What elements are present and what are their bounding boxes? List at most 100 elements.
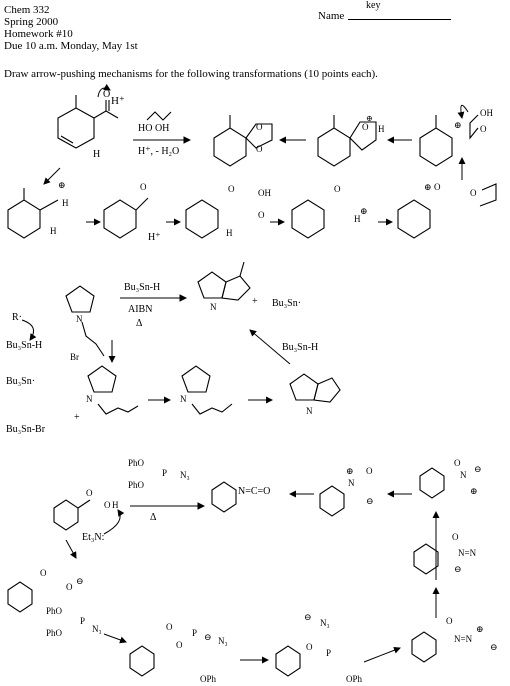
name-underline (348, 19, 451, 20)
acylazide-o: O (452, 532, 459, 542)
problem2-pyrrolizidine-product: N + Bu₃Sn· (197, 261, 301, 312)
anhydride-minus: ⊖ (204, 632, 212, 642)
p3-p: P (80, 616, 85, 626)
acid-carbonyl-o: O (86, 488, 93, 498)
anhydride-o1: O (166, 622, 173, 632)
problem3-nitrene-intermediate: ⊕ N O ⊖ (319, 466, 374, 517)
p1-proton-label: H⁺ (111, 95, 125, 107)
lower-azide-plus: ⊕ (476, 624, 484, 634)
diol-label: HO OH (138, 123, 169, 134)
p3-pho-a: PhO (46, 606, 63, 616)
problem3-acyl-azide-upper: O N=N ⊖ (413, 532, 477, 575)
ketal-o2: O (256, 144, 263, 154)
int4-charge: ⊕ (360, 206, 368, 216)
dppa-pho-1: PhO (128, 458, 145, 468)
lower-azide-minus: ⊖ (490, 642, 498, 652)
enol-o: O (140, 182, 147, 192)
acid-hydroxyl-o: O (104, 500, 111, 510)
tetra-p: P (326, 648, 331, 658)
anhydride-oph: OPh (200, 674, 217, 684)
problem2-reagents: Bu₃Sn-H AIBN Δ (120, 282, 188, 329)
protonated-h: H (62, 198, 69, 208)
ring-int-n: N (460, 470, 467, 480)
problem2-starting-bromide: N Br R· Bu₃Sn-H Bu₃Sn· Bu₃Sn-Br (6, 285, 116, 435)
term-label: Spring 2000 (4, 16, 59, 28)
p3-heat: Δ (150, 512, 157, 523)
problem1-carbocation-hemiketal: ⊕ OH O (419, 104, 493, 167)
tetra-oph: OPh (346, 674, 363, 684)
int3-h: H (226, 228, 233, 238)
p2-reagent: Bu₃Sn-H (124, 282, 160, 293)
dppa-n3: N₃ (180, 470, 190, 480)
acylazide-minus: ⊖ (454, 564, 462, 574)
p3-n3-leaving: N₃ (92, 624, 102, 634)
problem1-oxonium-intermediate: O H ⊕ (317, 114, 385, 167)
azide-anion: N₃ (218, 636, 228, 646)
problem3-mixed-anhydride: O O P ⊖ N₃ OPh (129, 622, 269, 684)
p1-conditions: H⁺, - H₂O (138, 146, 179, 157)
acylnitrene-charge: ⊕ (346, 466, 354, 476)
tetra-n3: N₃ (320, 618, 330, 628)
int3-diol-o: O (258, 210, 265, 220)
oxonium-charge: ⊕ (366, 114, 373, 123)
carboxylate-o: O (40, 568, 47, 578)
int3-o: O (228, 184, 235, 194)
instructions: Draw arrow-pushing mechanisms for the fo… (4, 68, 378, 80)
problem3-isocyanate-product: N=C=O (211, 481, 270, 513)
tether-o: O (480, 124, 487, 134)
carbocation-charge: ⊕ (454, 120, 462, 130)
ring-int-o: O (454, 458, 461, 468)
tetra-minus: ⊖ (304, 612, 312, 622)
int5-charge: ⊕ (424, 182, 432, 192)
problem3-tetrahedral-intermediate: ⊖ N₃ O P OPh (275, 612, 401, 684)
p3-base: Et₃N: (82, 532, 104, 543)
carboxylate-charge: ⊖ (76, 576, 84, 586)
protonated-ketone-charge: ⊕ (58, 180, 66, 190)
problem3-acyl-azide-lower: O N=N ⊕ ⊖ (411, 616, 498, 663)
p2-plus-2: + (74, 412, 80, 423)
oxonium-o: O (362, 122, 369, 132)
p2-tin-hydride: Bu₃Sn-H (6, 340, 42, 351)
dppa-p: P (162, 468, 167, 478)
acylnitrene-o: O (366, 466, 373, 476)
p2-tin-hydride-2: Bu₃Sn-H (282, 342, 318, 353)
p1-oxygen-label: O (103, 89, 110, 100)
ring-int-plus: ⊕ (470, 486, 478, 496)
lower-azide-o: O (446, 616, 453, 626)
acylnitrene-n: N (348, 478, 355, 488)
problem1-ketal-product: O O (213, 115, 273, 167)
p2-heat: Δ (136, 318, 143, 329)
acid-h: H (112, 500, 119, 510)
int4-h: H (354, 214, 361, 224)
p2-cascade-n1: N (86, 394, 93, 404)
enol-proton: H⁺ (148, 232, 161, 243)
arrow-enol-path (43, 167, 61, 185)
problem2-radical-cascade: + N N N Bu₃Sn-H (74, 329, 341, 423)
problem3-dppa-reagent: PhO PhO P N₃ Δ (128, 458, 206, 523)
p2-tin-product: Bu₃Sn· (272, 298, 301, 309)
p2-bromine: Br (70, 352, 79, 362)
p2-prod-n: N (210, 302, 217, 312)
acylnitrene-minus: ⊖ (366, 496, 374, 506)
problem1-row2: ⊕ H H O H⁺ O H OH O O H ⊕ ⊕ O O (7, 180, 497, 243)
p2-start-n: N (76, 314, 83, 324)
ring-int-minus: ⊖ (474, 464, 482, 474)
problem3-carboxylate: O O ⊖ PhO PhO P N₃ (7, 568, 127, 644)
due-date-label: Due 10 a.m. Monday, May 1st (4, 40, 138, 52)
int5-ether-o: O (470, 188, 477, 198)
dppa-pho-2: PhO (128, 480, 145, 490)
anhydride-o2: O (176, 640, 183, 650)
ketal-o1: O (256, 122, 263, 132)
carboxylate-o-minus: O (66, 582, 73, 592)
acylazide-n3: N=N (458, 548, 477, 558)
alpha-h-2: H (50, 226, 57, 236)
assignment-label: Homework #10 (4, 28, 73, 40)
problem1-reagent: HO OH H⁺, - H₂O (133, 111, 192, 157)
problem3-ring-intermediate: O N ⊖ ⊕ (419, 458, 482, 499)
oxonium-h: H (378, 124, 385, 134)
problem3-benzoic-acid: O O H Et₃N: (53, 488, 125, 559)
p3-pho-b: PhO (46, 628, 63, 638)
tetra-o: O (306, 642, 313, 652)
